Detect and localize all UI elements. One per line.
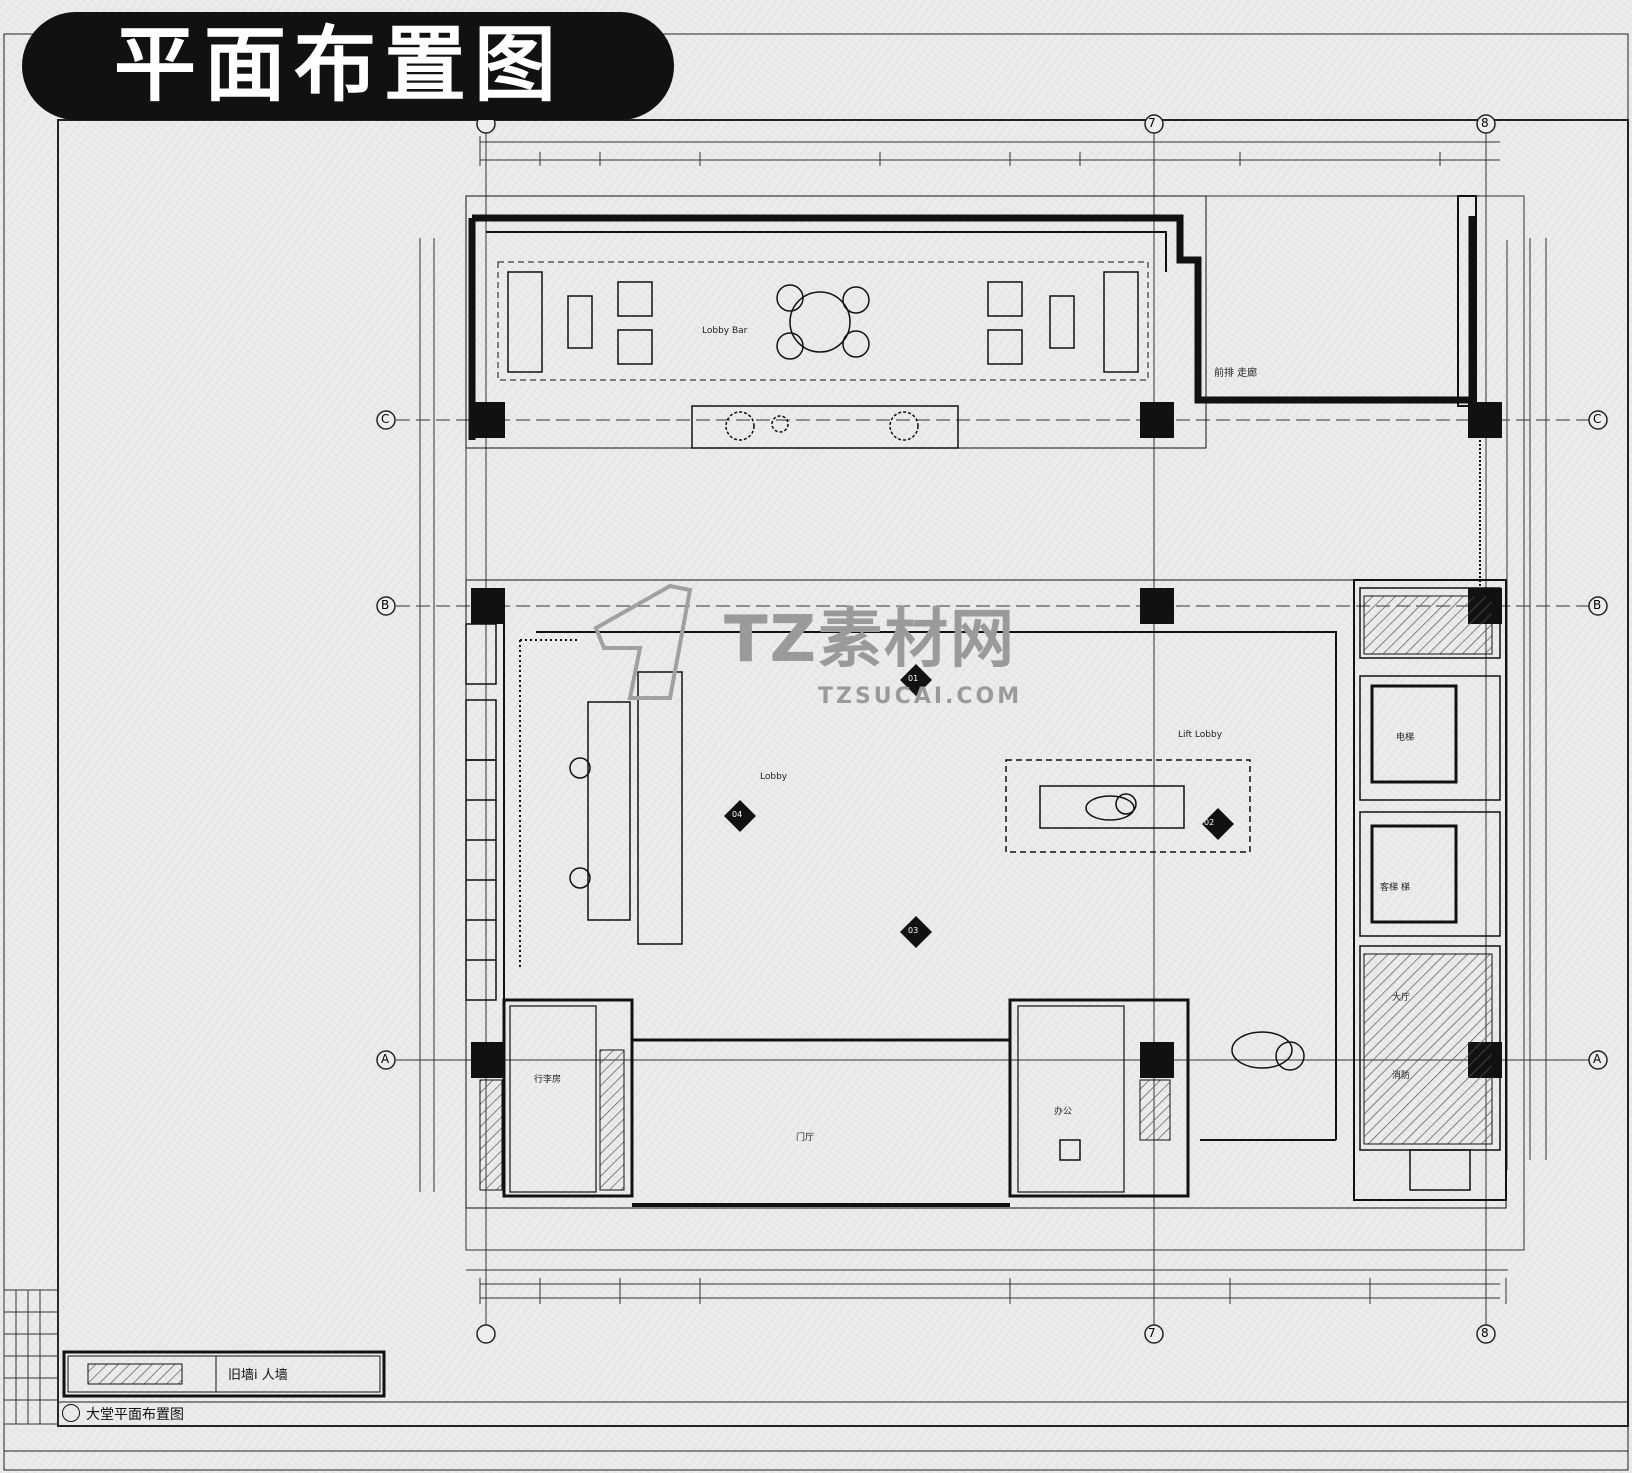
view-mark-03: 03 [908, 926, 919, 935]
axis-label-top-8: 8 [1481, 116, 1489, 130]
bar-wing-walls [465, 195, 1477, 449]
axis-label-left-c: C [381, 412, 390, 426]
legend-box [62, 1350, 386, 1398]
view-mark-01: 01 [908, 674, 919, 683]
axis-label-left-b: B [381, 598, 390, 612]
title-banner: 平面布置图 [22, 12, 674, 120]
lobby-furniture [569, 671, 1305, 1161]
room-label-corridor: 前排 走廊 [1214, 368, 1258, 379]
title-block [3, 1289, 59, 1425]
sheet-caption: 大堂平面布置图 [86, 1407, 184, 1423]
room-label-left-room: 行李房 [534, 1075, 562, 1085]
axis-bubbles [376, 114, 1608, 1344]
axis-label-right-c: C [1593, 412, 1602, 426]
room-label-service: 大厅 [1392, 993, 1411, 1003]
room-label-lobby: Lobby [760, 772, 788, 782]
watermark: TZ素材网 TZSUCAI.COM [580, 578, 1080, 718]
axis-label-right-a: A [1593, 1052, 1602, 1066]
axis-label-right-b: B [1593, 598, 1602, 612]
axis-label-top-7: 7 [1148, 116, 1156, 130]
lobby-bar-furniture [507, 271, 1139, 449]
view-mark-02: 02 [1204, 818, 1215, 827]
page-title: 平面布置图 [114, 18, 565, 113]
sheet-border [3, 33, 1629, 1471]
lobby-walls [465, 440, 1507, 1209]
room-label-lift-1: 电梯 [1396, 733, 1415, 743]
watermark-logo-icon [593, 583, 693, 700]
structural-columns [471, 402, 1502, 1078]
axis-label-bottom-7: 7 [1148, 1326, 1156, 1340]
room-label-lobby-bar: Lobby Bar [702, 326, 748, 336]
east-service-block [1353, 579, 1507, 1201]
axis-label-left-a: A [381, 1052, 390, 1066]
watermark-url: TZSUCAI.COM [818, 684, 1023, 709]
west-wall-elements [465, 623, 497, 1001]
caption-marker-icon [62, 1404, 80, 1422]
room-label-office: 办公 [1054, 1107, 1073, 1117]
room-label-entrance: 门厅 [796, 1133, 815, 1143]
room-label-lift-2: 客梯 梯 [1380, 883, 1410, 893]
view-mark-04: 04 [732, 810, 743, 819]
room-label-lift-lobby: Lift Lobby [1178, 730, 1223, 740]
legend-label: 旧墙i 人墙 [228, 1368, 288, 1383]
watermark-brand: TZ素材网 [724, 603, 1017, 677]
view-markers [724, 664, 1234, 948]
room-label-fire: 消防 [1392, 1071, 1411, 1081]
axis-label-bottom-8: 8 [1481, 1326, 1489, 1340]
hatched-areas [479, 595, 1493, 1191]
